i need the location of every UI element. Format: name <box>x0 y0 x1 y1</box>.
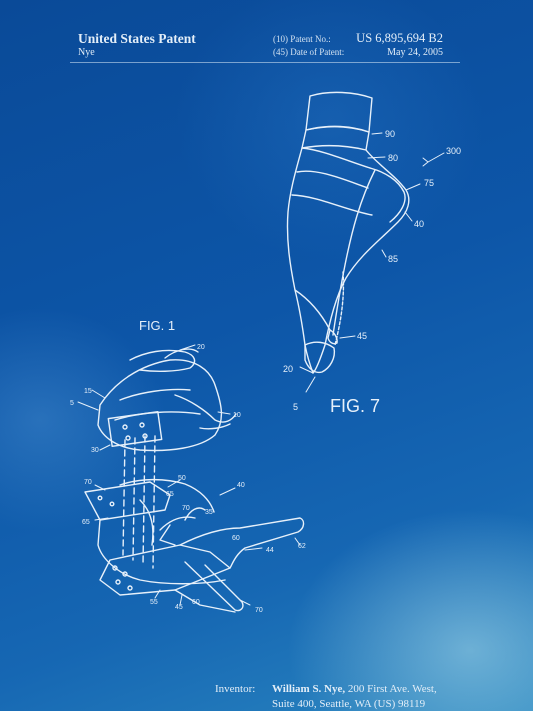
fig1-ref-70b: 70 <box>182 505 190 512</box>
fig7-label: FIG. 7 <box>330 396 381 416</box>
fig7-ref-85: 85 <box>388 254 398 264</box>
fig1-ref-5: 5 <box>70 400 74 407</box>
fig7-ref-300: 300 <box>446 146 461 156</box>
header-inventor: Nye <box>78 47 95 58</box>
fig1-ref-45: 45 <box>175 604 183 611</box>
fig1-label: FIG. 1 <box>139 318 176 333</box>
fig1-ref-20: 20 <box>197 344 205 351</box>
fig7-ref-80: 80 <box>388 153 398 163</box>
fig1-ref-55: 55 <box>150 599 158 606</box>
inventor-label: Inventor: <box>215 683 256 695</box>
fig1-ref-70a: 70 <box>84 479 92 486</box>
fig7-ref-5: 5 <box>293 402 298 412</box>
fig1-ref-10: 10 <box>233 412 241 419</box>
header-rule <box>70 62 460 63</box>
inventor-name: William S. Nye, <box>272 683 346 695</box>
fig7-ref-90: 90 <box>385 129 395 139</box>
inventor-address-line2: Suite 400, Seattle, WA (US) 98119 <box>272 698 426 710</box>
patent-date: May 24, 2005 <box>387 47 443 58</box>
inventor-address-line1: 200 First Ave. West, <box>347 683 437 695</box>
fig1-ref-15: 15 <box>84 388 92 395</box>
inventor-line1: William S. Nye, 200 First Ave. West, <box>272 683 437 695</box>
fig1-ref-62: 62 <box>298 543 306 550</box>
fig1-exploded-assembly-drawing <box>84 348 305 613</box>
fig1-ref-30: 30 <box>91 447 99 454</box>
fig7-ref-40: 40 <box>414 219 424 229</box>
fig7-ref-75: 75 <box>424 178 434 188</box>
patent-number-label: (10) Patent No.: <box>273 34 331 44</box>
fig7-ref-45: 45 <box>357 331 367 341</box>
fig1-ref-50: 50 <box>178 475 186 482</box>
fig1-ref-65a: 65 <box>166 491 174 498</box>
fig1-ref-70c: 70 <box>255 607 263 614</box>
fig1-ref-60a: 60 <box>232 535 240 542</box>
fig1-ref-65b: 65 <box>82 519 90 526</box>
fig1-ref-44: 44 <box>266 547 274 554</box>
patent-title: United States Patent <box>78 31 196 46</box>
patent-number: US 6,895,694 B2 <box>356 31 443 45</box>
fig1-ref-40: 40 <box>237 482 245 489</box>
patent-date-label: (45) Date of Patent: <box>273 47 345 57</box>
fig7-ref-20: 20 <box>283 364 293 374</box>
fig7-pointe-shoe-drawing <box>286 91 410 374</box>
fig1-ref-60b: 60 <box>192 599 200 606</box>
fig1-ref-35: 35 <box>205 509 213 516</box>
